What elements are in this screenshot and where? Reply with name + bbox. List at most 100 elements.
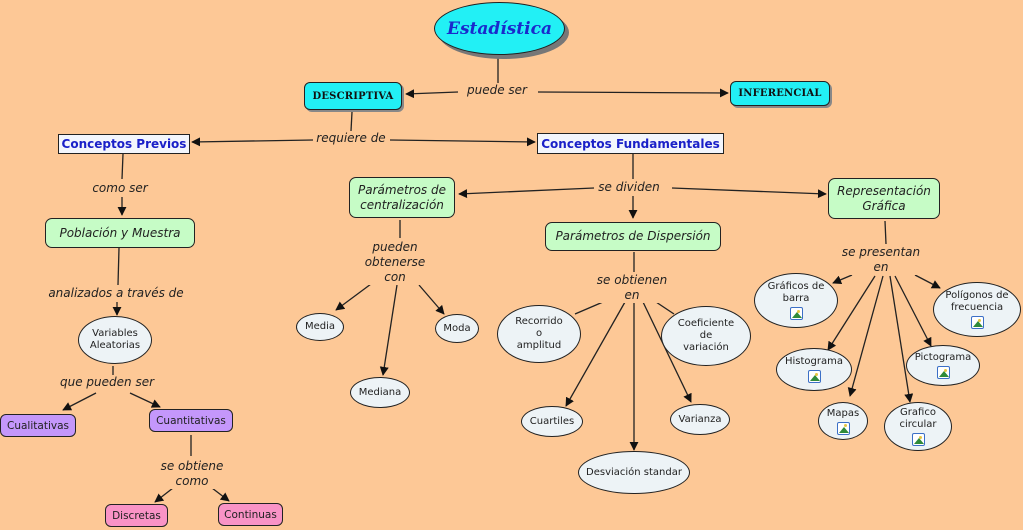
node-text: variación bbox=[683, 342, 729, 353]
node-text: o bbox=[535, 328, 543, 339]
node-conceptos-fundamentales[interactable]: Conceptos Fundamentales bbox=[537, 133, 724, 154]
arrow bbox=[389, 137, 536, 147]
arrow bbox=[62, 392, 97, 411]
line bbox=[350, 111, 353, 132]
link-label-puede-ser: puede ser bbox=[465, 83, 529, 98]
node-inferencial[interactable]: INFERENCIAL bbox=[730, 81, 830, 106]
node-text: Mapas bbox=[826, 407, 860, 419]
node-varianza[interactable]: Varianza bbox=[670, 404, 730, 435]
node-text: Aleatorias bbox=[89, 340, 141, 351]
node-text: amplitud bbox=[516, 340, 562, 351]
node-media[interactable]: Media bbox=[296, 313, 344, 341]
node-graficos-barra[interactable]: Gráficos de barra bbox=[754, 273, 838, 328]
arrow bbox=[154, 487, 174, 503]
arrow bbox=[211, 487, 230, 502]
node-cualitativas[interactable]: Cualitativas bbox=[0, 414, 76, 437]
arrow bbox=[847, 275, 884, 397]
link-label-se-obtiene-como: se obtiene como bbox=[158, 459, 226, 489]
node-text: Grafico bbox=[900, 407, 936, 418]
node-parametros-dispersion[interactable]: Parámetros de Dispersión bbox=[545, 222, 721, 251]
arrow bbox=[405, 89, 459, 99]
image-icon[interactable] bbox=[911, 433, 925, 446]
image-icon[interactable] bbox=[807, 370, 821, 383]
image-icon[interactable] bbox=[789, 307, 803, 320]
label-line: en bbox=[873, 260, 889, 274]
arrow bbox=[565, 301, 626, 407]
link-label-analizados: analizados a través de bbox=[46, 286, 186, 301]
arrow bbox=[671, 187, 827, 199]
node-text: Variables bbox=[92, 328, 138, 339]
link-label-se-dividen: se dividen bbox=[596, 180, 662, 195]
label-line: se obtiene bbox=[160, 459, 224, 473]
arrow bbox=[418, 284, 445, 315]
link-label-se-obtienen-en: se obtienen en bbox=[594, 273, 670, 303]
node-cuantitativas[interactable]: Cuantitativas bbox=[149, 409, 233, 432]
node-mapas[interactable]: Mapas bbox=[818, 402, 868, 440]
label-line: como bbox=[175, 474, 209, 488]
node-histograma[interactable]: Histograma bbox=[776, 348, 852, 391]
node-text: frecuencia bbox=[950, 302, 1004, 313]
line bbox=[574, 301, 604, 315]
node-desviacion-standar[interactable]: Desviación standar bbox=[578, 451, 690, 494]
node-parametros-centralizacion[interactable]: Parámetros de centralización bbox=[349, 177, 455, 218]
node-text: Coeficiente bbox=[677, 318, 735, 329]
node-variables-aleatorias[interactable]: Variables Aleatorias bbox=[78, 316, 152, 364]
link-label-requiere-de: requiere de bbox=[314, 131, 388, 146]
label-line: en bbox=[624, 288, 640, 302]
link-label-que-pueden-ser: que pueden ser bbox=[57, 375, 157, 390]
node-grafico-circular[interactable]: Grafico circular bbox=[884, 402, 952, 451]
arrow bbox=[458, 187, 595, 199]
arrow bbox=[894, 275, 932, 347]
arrow bbox=[537, 88, 729, 98]
title-node-estadistica[interactable]: Estadística bbox=[434, 2, 565, 55]
node-moda[interactable]: Moda bbox=[435, 314, 479, 343]
node-coeficiente-variacion[interactable]: Coeficiente de variación bbox=[661, 306, 751, 366]
arrow bbox=[832, 274, 853, 285]
arrow bbox=[889, 275, 914, 403]
node-discretas[interactable]: Discretas bbox=[105, 504, 168, 527]
node-text: Pictograma bbox=[914, 352, 972, 363]
node-text: circular bbox=[899, 419, 937, 430]
node-text: Recorrido bbox=[515, 316, 563, 327]
node-text: barra bbox=[782, 293, 810, 304]
label-line: se obtienen bbox=[596, 273, 668, 287]
line bbox=[884, 220, 887, 245]
node-descriptiva[interactable]: DESCRIPTIVA bbox=[304, 82, 402, 110]
arrow bbox=[129, 392, 161, 408]
label-line: obtenerse bbox=[364, 255, 426, 269]
node-poblacion-muestra[interactable]: Población y Muestra bbox=[45, 218, 195, 248]
node-text: Representación bbox=[837, 183, 931, 198]
image-icon[interactable] bbox=[836, 421, 850, 435]
label-line: con bbox=[384, 270, 406, 284]
node-text: centralización bbox=[360, 197, 444, 212]
node-poligonos-frecuencia[interactable]: Polígonos de frecuencia bbox=[933, 282, 1021, 337]
line bbox=[121, 153, 124, 180]
node-pictograma[interactable]: Pictograma bbox=[906, 345, 980, 386]
node-mediana[interactable]: Mediana bbox=[350, 377, 410, 408]
node-text: Polígonos de bbox=[945, 290, 1009, 301]
arrow bbox=[914, 274, 941, 289]
node-text: Gráficos de bbox=[767, 281, 825, 292]
label-line: se presentan bbox=[841, 245, 921, 259]
node-recorrido-amplitud[interactable]: Recorrido o amplitud bbox=[497, 305, 581, 363]
arrow bbox=[335, 283, 372, 311]
node-conceptos-previos[interactable]: Conceptos Previos bbox=[58, 134, 190, 154]
node-cuartiles[interactable]: Cuartiles bbox=[521, 406, 583, 437]
node-text: de bbox=[699, 330, 713, 341]
image-icon[interactable] bbox=[970, 316, 984, 329]
line bbox=[117, 247, 120, 286]
node-text: Gráfica bbox=[862, 198, 906, 213]
arrow bbox=[827, 275, 876, 351]
link-label-pueden-obtenerse-con: pueden obtenerse con bbox=[362, 240, 428, 285]
link-label-se-presentan-en: se presentan en bbox=[839, 245, 923, 275]
arrow bbox=[191, 137, 314, 147]
node-continuas[interactable]: Continuas bbox=[218, 503, 283, 526]
line bbox=[655, 301, 675, 315]
label-line: pueden bbox=[372, 240, 418, 254]
image-icon[interactable] bbox=[936, 366, 950, 379]
arrow bbox=[379, 284, 398, 376]
node-text: Parámetros de bbox=[358, 182, 446, 197]
node-representacion-grafica[interactable]: Representación Gráfica bbox=[828, 178, 940, 219]
link-label-como-ser: como ser bbox=[90, 181, 150, 196]
